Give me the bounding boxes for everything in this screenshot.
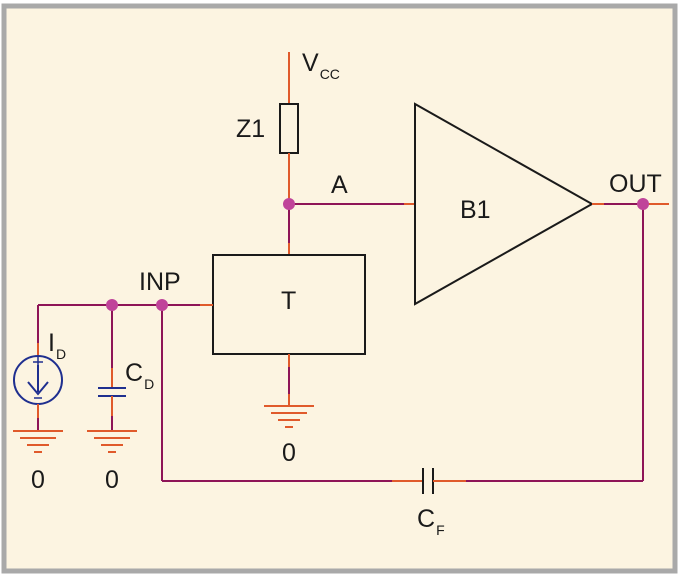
label-inp: INP — [139, 268, 181, 296]
label-amp-b1: B1 — [460, 196, 491, 224]
label-ground-cd: 0 — [105, 466, 119, 494]
junction-inp — [156, 299, 168, 311]
label-capacitor-cf: CF — [417, 505, 445, 538]
diagram-frame — [1, 3, 678, 574]
label-current-source: ID — [48, 329, 66, 362]
label-ground-source: 0 — [31, 466, 45, 494]
junction-node-a — [283, 198, 295, 210]
junction-cd — [106, 299, 118, 311]
junction-out — [637, 198, 649, 210]
amplifier-b1 — [414, 102, 595, 306]
label-vcc: VCC — [302, 49, 340, 82]
label-capacitor-cd: CD — [125, 359, 154, 392]
label-out: OUT — [609, 170, 662, 198]
label-node-a: A — [331, 171, 348, 199]
label-transistor-t: T — [281, 287, 296, 315]
ground-symbol-source — [13, 430, 63, 453]
ground-symbol-t — [264, 405, 314, 428]
label-z1: Z1 — [236, 115, 265, 143]
current-source-id — [13, 355, 63, 405]
label-ground-t: 0 — [282, 439, 296, 467]
ground-symbol-cd — [87, 430, 137, 453]
